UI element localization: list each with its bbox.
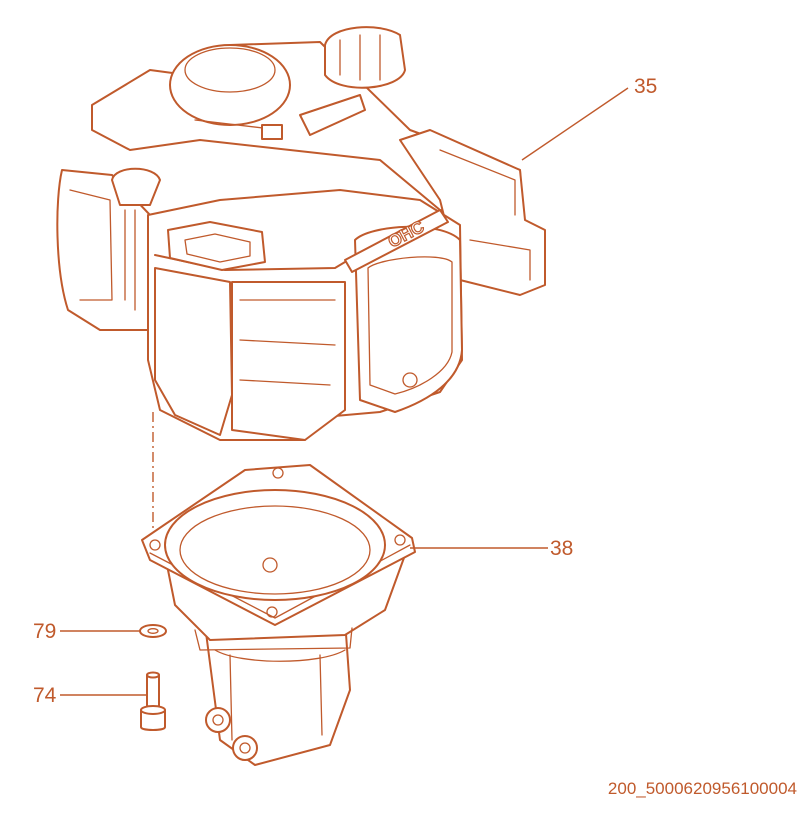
- callout-35: 35: [634, 75, 658, 98]
- leader-35: [521, 87, 629, 161]
- callout-79: 79: [33, 620, 57, 643]
- callout-74: 74: [33, 684, 57, 707]
- drawing-code: 200_5000620956100004: [607, 779, 797, 798]
- callout-38: 38: [550, 537, 574, 560]
- bolt: [140, 671, 166, 731]
- flange-housing: [141, 464, 416, 766]
- engine-assembly: [56, 26, 546, 441]
- washer: [139, 624, 167, 638]
